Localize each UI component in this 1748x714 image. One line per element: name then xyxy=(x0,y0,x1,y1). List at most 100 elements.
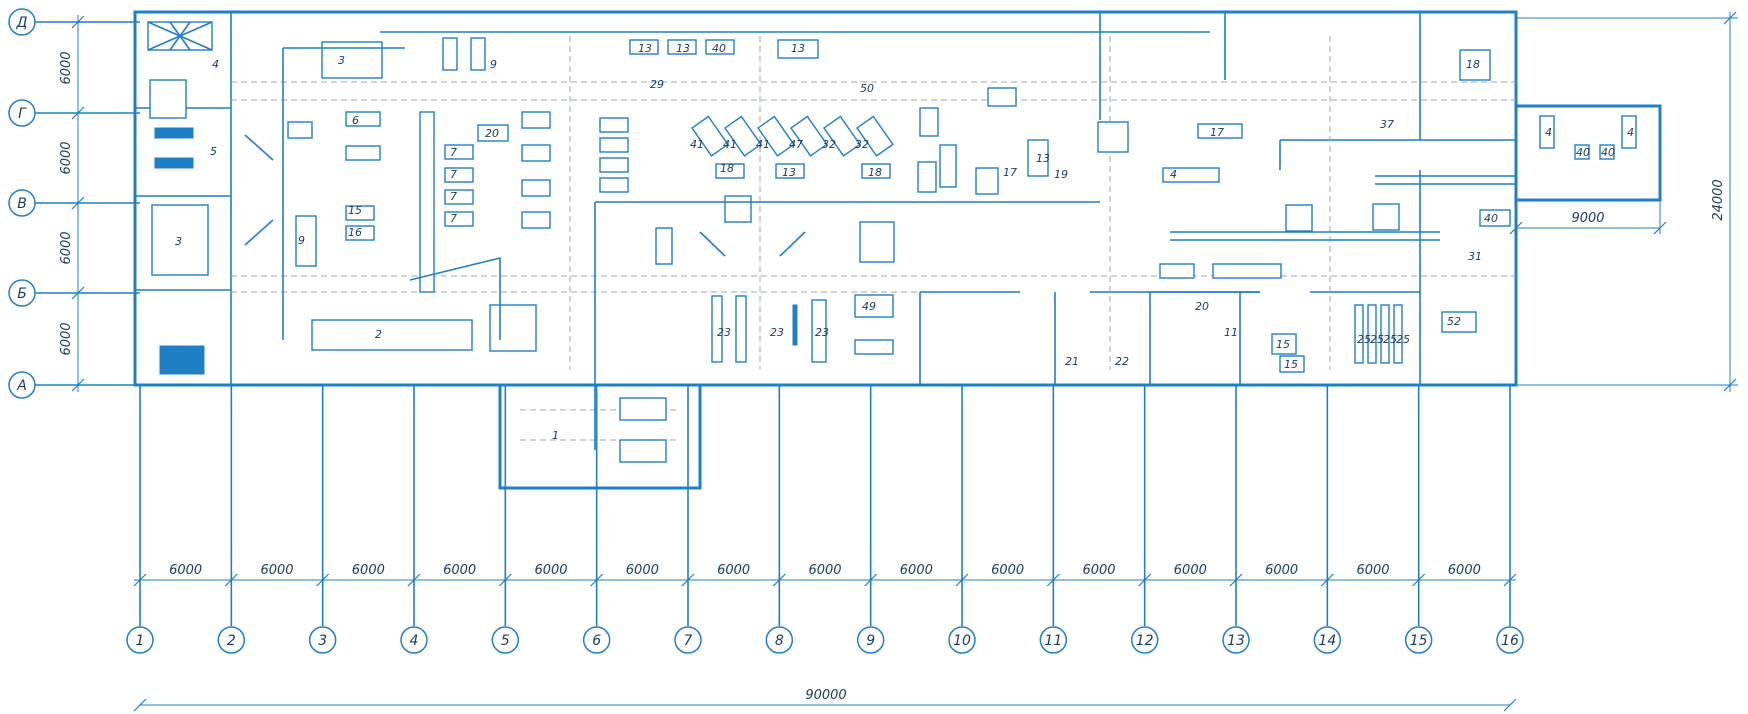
dimension-tick xyxy=(1046,573,1060,587)
column-axis-label: 9 xyxy=(866,633,875,649)
equipment-label: 7 xyxy=(450,212,457,225)
equipment-label: 13 xyxy=(791,42,805,55)
equipment-label: 40 xyxy=(712,42,726,55)
equipment-label: 4 xyxy=(1170,168,1177,181)
svg-text:В: В xyxy=(17,196,27,212)
equipment-label: 20 xyxy=(1195,300,1209,313)
equipment-label: 15 xyxy=(1284,358,1298,371)
equipment-label: 6 xyxy=(352,114,359,127)
column-spacing-label: 6000 xyxy=(534,563,567,578)
column-axis-6: 6 xyxy=(582,385,611,654)
equipment-label: 15 xyxy=(348,204,362,217)
row-axes: Д Г В Б А xyxy=(8,8,140,399)
column-axis-label: 11 xyxy=(1044,633,1062,649)
column-spacing-label: 6000 xyxy=(1082,563,1115,578)
equipment-label: 3 xyxy=(175,235,182,248)
column-axis-label: 4 xyxy=(410,633,419,649)
column-axis-label: 12 xyxy=(1136,633,1154,649)
column-axis-label: 8 xyxy=(775,633,784,649)
column-axis-5: 5 xyxy=(491,385,520,654)
column-axis-10: 10 xyxy=(948,385,976,654)
equipment-label: 49 xyxy=(862,300,876,313)
equipment-label: 19 xyxy=(1054,168,1068,181)
column-axis-15: 15 xyxy=(1404,385,1433,654)
equipment-label: 4 xyxy=(212,58,219,71)
column-axis-label: 10 xyxy=(953,633,971,649)
column-spacing-label: 6000 xyxy=(1448,563,1481,578)
equipment-label: 20 xyxy=(485,127,499,140)
equipment-label: 4 xyxy=(1627,126,1634,139)
column-spacing-label: 6000 xyxy=(260,563,293,578)
column-axis-label: 2 xyxy=(227,633,236,649)
overall-width-dimension: 24000 xyxy=(1516,11,1738,392)
dimension-tick xyxy=(407,573,421,587)
svg-text:6000: 6000 xyxy=(59,231,74,264)
equipment-label: 47 xyxy=(789,138,803,151)
column-axis-label: 3 xyxy=(318,633,327,649)
column-axis-label: 7 xyxy=(684,633,693,649)
equipment-label: 9 xyxy=(490,58,497,71)
column-axis-12: 12 xyxy=(1130,385,1159,654)
equipment-label: 4 xyxy=(1545,126,1552,139)
equipment xyxy=(147,21,1637,463)
equipment-label: 40 xyxy=(1576,146,1590,159)
equipment-label: 29 xyxy=(650,78,664,91)
svg-text:Б: Б xyxy=(17,286,27,302)
column-axis-11: 11 xyxy=(1039,385,1068,654)
column-axis-label: 15 xyxy=(1410,633,1428,649)
dimension-tick xyxy=(1412,573,1426,587)
annex-dimension: 9000 xyxy=(1509,200,1667,235)
column-spacing-label: 6000 xyxy=(991,563,1024,578)
equipment-label: 2 xyxy=(375,328,382,341)
column-spacing-label: 6000 xyxy=(352,563,385,578)
equipment-label: 52 xyxy=(1447,315,1461,328)
equipment-label: 7 xyxy=(450,190,457,203)
svg-text:Д: Д xyxy=(16,15,28,31)
column-axis-3: 3 xyxy=(308,385,337,654)
building-walls xyxy=(133,10,1662,490)
dimension-tick xyxy=(133,573,147,587)
equipment-label: 17 xyxy=(1210,126,1224,139)
equipment-label: 40 xyxy=(1484,212,1498,225)
equipment-label: 25 xyxy=(1396,333,1410,346)
dimension-tick xyxy=(1138,573,1152,587)
column-axis-2: 2 xyxy=(217,385,246,654)
equipment-label: 17 xyxy=(1003,166,1017,179)
column-spacing-label: 6000 xyxy=(626,563,659,578)
dimension-tick xyxy=(772,573,786,587)
equipment-label: 13 xyxy=(676,42,690,55)
row-axis-V: В xyxy=(8,189,140,217)
equipment-label: 15 xyxy=(1276,338,1290,351)
column-axis-label: 1 xyxy=(136,633,145,649)
equipment-label: 9 xyxy=(298,234,305,247)
column-axis-label: 6 xyxy=(592,633,601,649)
equipment-label: 41 xyxy=(723,138,737,151)
row-axis-G: Г xyxy=(8,99,140,127)
equipment-label: 16 xyxy=(348,226,362,239)
column-axis-8: 8 xyxy=(765,385,794,654)
overall-width-label: 24000 xyxy=(1711,179,1726,220)
equipment-label: 18 xyxy=(720,162,734,175)
equipment-label: 13 xyxy=(1036,152,1050,165)
column-spacing-label: 6000 xyxy=(1265,563,1298,578)
equipment-label: 18 xyxy=(1466,58,1480,71)
column-axis-13: 13 xyxy=(1222,385,1250,654)
equipment-label: 11 xyxy=(1224,326,1238,339)
equipment-label: 25 xyxy=(1383,333,1397,346)
equipment-label: 3 xyxy=(338,54,345,67)
equipment-label: 23 xyxy=(717,326,731,339)
svg-text:А: А xyxy=(16,378,27,394)
equipment-label: 7 xyxy=(450,146,457,159)
column-axis-label: 14 xyxy=(1318,633,1336,649)
dimension-tick xyxy=(590,573,604,587)
column-axis-label: 5 xyxy=(501,633,510,649)
equipment-label: 7 xyxy=(450,168,457,181)
dimension-tick xyxy=(1229,573,1243,587)
svg-text:Г: Г xyxy=(18,106,27,122)
equipment-label: 23 xyxy=(770,326,784,339)
column-spacing-label: 6000 xyxy=(900,563,933,578)
row-axis-A: А xyxy=(8,371,140,399)
